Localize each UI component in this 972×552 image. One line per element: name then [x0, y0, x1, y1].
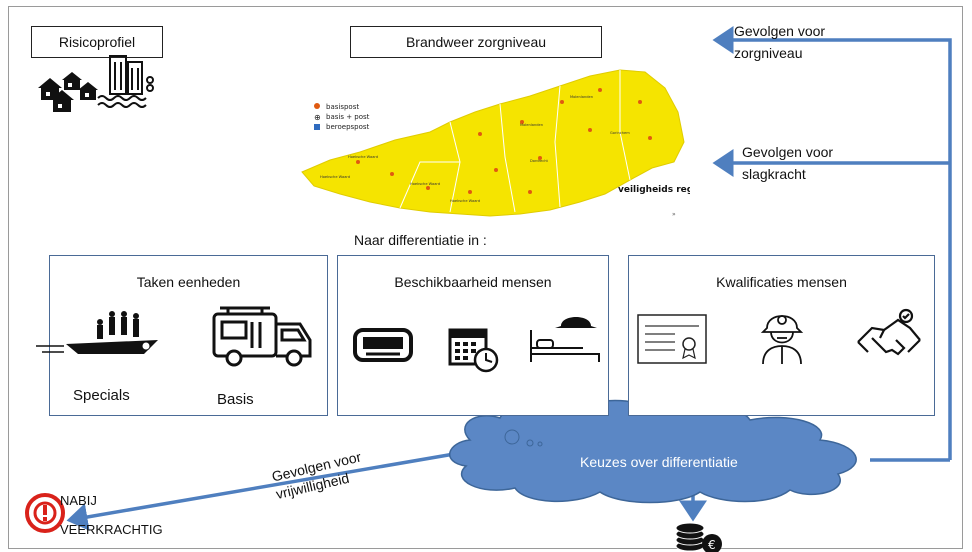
- panel-tasks: Taken eenheden Specials Basis: [36, 255, 328, 416]
- svg-text:⊕: ⊕: [314, 113, 321, 122]
- map-brand-text: veiligheids regiozhz: [618, 185, 690, 195]
- specials-label: Specials: [73, 387, 130, 404]
- certificate-icon: [637, 314, 707, 364]
- consequence-strike-power: Gevolgen voor slagkracht: [742, 144, 834, 182]
- fire-service-level-label: Brandweer zorgniveau: [405, 34, 547, 50]
- svg-text:Hoeksche Waard: Hoeksche Waard: [450, 199, 480, 203]
- basis-label: Basis: [217, 391, 254, 408]
- risk-profile-box: Risicoprofiel: [31, 26, 163, 58]
- map-brand-logo: veiligheids regiozhz »: [618, 185, 690, 218]
- svg-text:Dordrecht: Dordrecht: [530, 159, 549, 163]
- city-icon: [38, 55, 154, 112]
- svg-text:Hoeksche Waard: Hoeksche Waard: [348, 155, 378, 159]
- svg-text:Hoeksche Waard: Hoeksche Waard: [410, 182, 440, 186]
- calendar-clock-icon: [448, 328, 499, 373]
- differentiation-heading: Naar differentiatie in :: [354, 232, 487, 248]
- panel-qualifications: Kwalificaties mensen: [628, 255, 935, 416]
- map-legend: basispost ⊕ basis + post beroepspost: [314, 103, 370, 131]
- legend-basispost: basispost: [326, 103, 359, 111]
- panel-availability: Beschikbaarheid mensen: [337, 255, 609, 416]
- consequence-care-level: Gevolgen voor zorgniveau: [734, 23, 826, 61]
- svg-text:Gorinchem: Gorinchem: [610, 131, 630, 135]
- fire-service-level-box: Brandweer zorgniveau: [350, 26, 602, 58]
- boat-icon: [36, 311, 158, 354]
- firefighter-icon: [760, 315, 804, 365]
- cloud-label: Keuzes over differentiatie: [580, 454, 738, 470]
- panel-availability-title: Beschikbaarheid mensen: [394, 274, 552, 290]
- svg-text:Molenlanden: Molenlanden: [520, 123, 543, 127]
- svg-text:Hoeksche Waard: Hoeksche Waard: [320, 175, 350, 179]
- risk-profile-label: Risicoprofiel: [58, 34, 136, 50]
- warning-icon: [25, 493, 65, 533]
- nabij-label: NABIJ: [60, 493, 97, 508]
- panel-qualifications-title: Kwalificaties mensen: [716, 274, 847, 290]
- coins-icon: €: [675, 522, 722, 552]
- legend-basis-plus-post: basis + post: [326, 113, 370, 121]
- bed-helmet-icon: [530, 317, 600, 362]
- legend-beroepspost: beroepspost: [326, 123, 370, 131]
- panel-tasks-title: Taken eenheden: [136, 274, 241, 290]
- pager-icon: [353, 328, 413, 362]
- fire-truck-icon: [212, 306, 312, 367]
- veerkrachtig-label: VEERKRACHTIG: [60, 522, 163, 537]
- handshake-icon: [857, 308, 921, 356]
- svg-text:€: €: [708, 538, 716, 552]
- svg-text:Molenlanden: Molenlanden: [570, 95, 593, 99]
- svg-text:»: »: [672, 211, 676, 218]
